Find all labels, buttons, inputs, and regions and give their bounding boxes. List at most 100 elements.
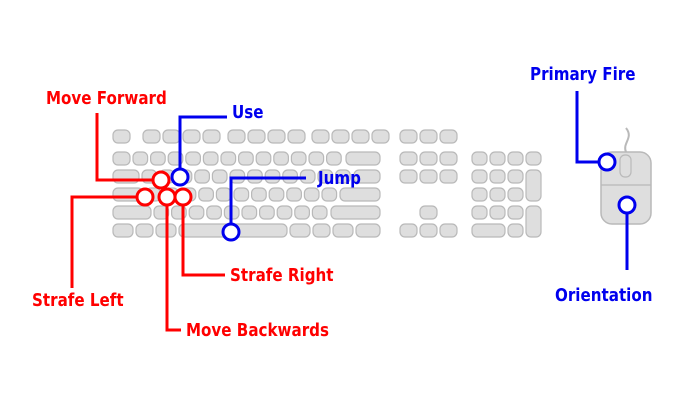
label-move-forward: Move Forward	[46, 88, 167, 109]
keyboard-key	[399, 129, 418, 144]
keyboard-key	[489, 169, 506, 184]
keyboard-key	[471, 169, 488, 184]
marker-strafe-right	[173, 187, 193, 207]
keyboard-key	[233, 187, 250, 202]
keyboard-key	[507, 187, 524, 202]
keyboard-key	[339, 187, 381, 202]
keyboard-key	[489, 151, 506, 166]
keyboard-key	[399, 169, 418, 184]
keyboard-key	[335, 169, 351, 184]
keyboard-key	[112, 129, 131, 144]
label-move-backwards: Move Backwards	[186, 320, 330, 341]
keyboard-key	[331, 129, 350, 144]
keyboard-key	[194, 169, 211, 184]
keyboard-key	[525, 151, 542, 166]
keyboard-key	[419, 205, 438, 220]
keyboard-key	[198, 187, 215, 202]
keyboard-key	[371, 129, 390, 144]
keyboard-key	[286, 187, 302, 202]
keyboard-key	[353, 169, 381, 184]
keyboard-key	[439, 169, 458, 184]
leader-move-forward	[95, 113, 161, 182]
keyboard-key	[471, 151, 488, 166]
keyboard-key	[259, 205, 275, 220]
keyboard-key	[268, 187, 285, 202]
keyboard	[112, 129, 542, 238]
marker-move-forward	[151, 170, 171, 190]
keyboard-key	[206, 205, 223, 220]
keyboard-key	[330, 205, 381, 220]
keyboard-key	[287, 129, 306, 144]
keyboard-key	[507, 223, 524, 238]
keyboard-key	[142, 129, 161, 144]
keyboard-key	[112, 223, 134, 238]
label-jump: Jump	[318, 168, 361, 189]
leader-move-backwards	[165, 197, 181, 332]
keyboard-key	[489, 205, 506, 220]
label-use: Use	[232, 102, 264, 123]
keyboard-key	[471, 223, 506, 238]
keyboard-key	[132, 151, 149, 166]
marker-primary-fire	[597, 152, 617, 172]
leader-primary-fire	[575, 91, 607, 164]
keyboard-key	[507, 151, 524, 166]
keyboard-key	[507, 169, 524, 184]
keyboard-key	[399, 223, 418, 238]
keyboard-key	[439, 129, 458, 144]
keyboard-key	[112, 205, 152, 220]
marker-orientation	[617, 195, 637, 215]
keyboard-key	[303, 187, 320, 202]
keyboard-key	[112, 151, 131, 166]
keyboard-key	[525, 169, 542, 202]
keyboard-key	[220, 151, 237, 166]
keyboard-key	[290, 151, 307, 166]
keyboard-key	[345, 151, 381, 166]
keyboard-key	[439, 223, 458, 238]
keyboard-key	[150, 151, 166, 166]
mouse-cable	[624, 127, 630, 153]
keyboard-key	[439, 151, 458, 166]
marker-strafe-left	[135, 187, 155, 207]
label-strafe-right: Strafe Right	[230, 265, 334, 286]
mouse-wheel	[619, 154, 632, 178]
marker-jump	[221, 222, 241, 242]
keyboard-key	[247, 129, 266, 144]
leader-jump	[229, 176, 306, 232]
keyboard-key	[419, 223, 438, 238]
keyboard-key	[182, 129, 201, 144]
callouts	[70, 91, 637, 332]
keyboard-key	[355, 223, 381, 238]
keyboard-key	[188, 205, 205, 220]
keyboard-key	[311, 205, 328, 220]
keyboard-key	[294, 205, 310, 220]
keyboard-key	[162, 129, 181, 144]
label-strafe-left: Strafe Left	[32, 290, 124, 311]
keyboard-key	[215, 187, 232, 202]
keyboard-key	[471, 205, 488, 220]
keyboard-key	[399, 151, 418, 166]
keyboard-key	[267, 129, 286, 144]
keyboard-key	[153, 205, 170, 220]
leader-strafe-right	[181, 197, 225, 277]
keyboard-key	[255, 151, 272, 166]
keyboard-key	[471, 187, 488, 202]
keyboard-key	[289, 223, 311, 238]
keyboard-key	[135, 223, 154, 238]
label-primary-fire: Primary Fire	[530, 64, 636, 85]
keyboard-key	[241, 205, 258, 220]
keyboard-key	[273, 151, 289, 166]
keyboard-key	[507, 205, 524, 220]
keyboard-key	[276, 205, 293, 220]
keyboard-key	[308, 151, 325, 166]
label-orientation: Orientation	[555, 285, 653, 306]
keyboard-key	[317, 169, 334, 184]
keyboard-key	[202, 129, 221, 144]
keyboard-key	[238, 151, 254, 166]
marker-move-backwards	[157, 187, 177, 207]
marker-use	[170, 167, 190, 187]
leader-use	[178, 115, 227, 177]
keyboard-key	[332, 223, 354, 238]
keyboard-key	[312, 223, 331, 238]
